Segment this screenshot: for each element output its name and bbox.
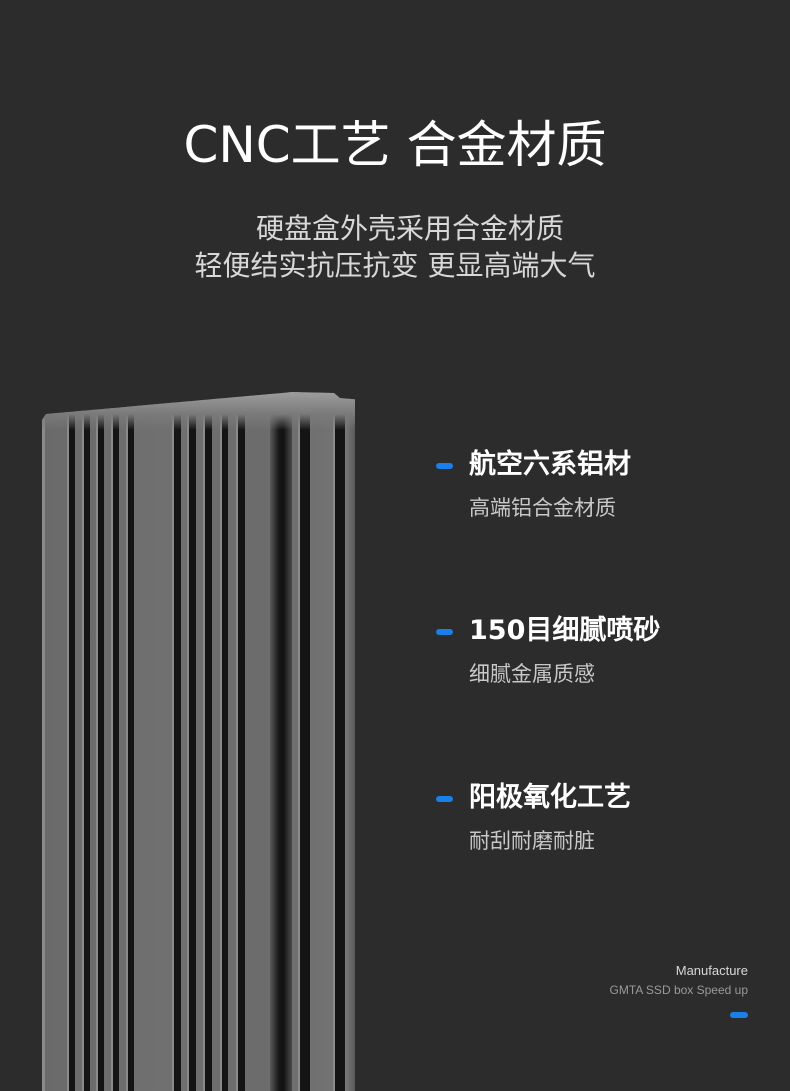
accent-dash-icon [436, 796, 453, 802]
product-image-ssd-enclosure [42, 392, 355, 1091]
product-groove [67, 392, 75, 1091]
accent-dash-icon [730, 1012, 748, 1018]
product-left-edge [42, 392, 45, 1091]
product-groove [111, 392, 119, 1091]
product-groove [203, 392, 212, 1091]
accent-dash-icon [436, 463, 453, 469]
product-right-edge [345, 392, 355, 1091]
subtitle-line-1: 硬盘盒外壳采用合金材质 [255, 212, 564, 245]
product-groove [82, 392, 90, 1091]
product-top-edge [42, 392, 355, 430]
product-groove [187, 392, 196, 1091]
feature-title: 150目细腻喷砂 [469, 615, 661, 646]
feature-description: 耐刮耐磨耐脏 [469, 829, 595, 853]
manufacture-caption: Manufacture GMTA SSD box Speed up [609, 962, 748, 999]
accent-dash-icon [436, 629, 453, 635]
product-groove [298, 392, 310, 1091]
product-groove [172, 392, 181, 1091]
manufacture-tagline: GMTA SSD box Speed up [609, 983, 748, 997]
page-title: CNC工艺 合金材质 [183, 116, 607, 174]
feature-description: 高端铝合金材质 [469, 496, 616, 520]
feature-title: 阳极氧化工艺 [469, 782, 631, 813]
product-groove [236, 392, 245, 1091]
feature-title: 航空六系铝材 [469, 449, 631, 480]
product-groove [270, 392, 292, 1091]
product-groove [220, 392, 228, 1091]
product-groove [96, 392, 104, 1091]
manufacture-label: Manufacture [675, 963, 748, 978]
product-groove [333, 392, 345, 1091]
product-groove [126, 392, 134, 1091]
feature-description: 细腻金属质感 [469, 662, 595, 686]
subtitle-line-2: 轻便结实抗压抗变 更显高端大气 [194, 249, 596, 282]
